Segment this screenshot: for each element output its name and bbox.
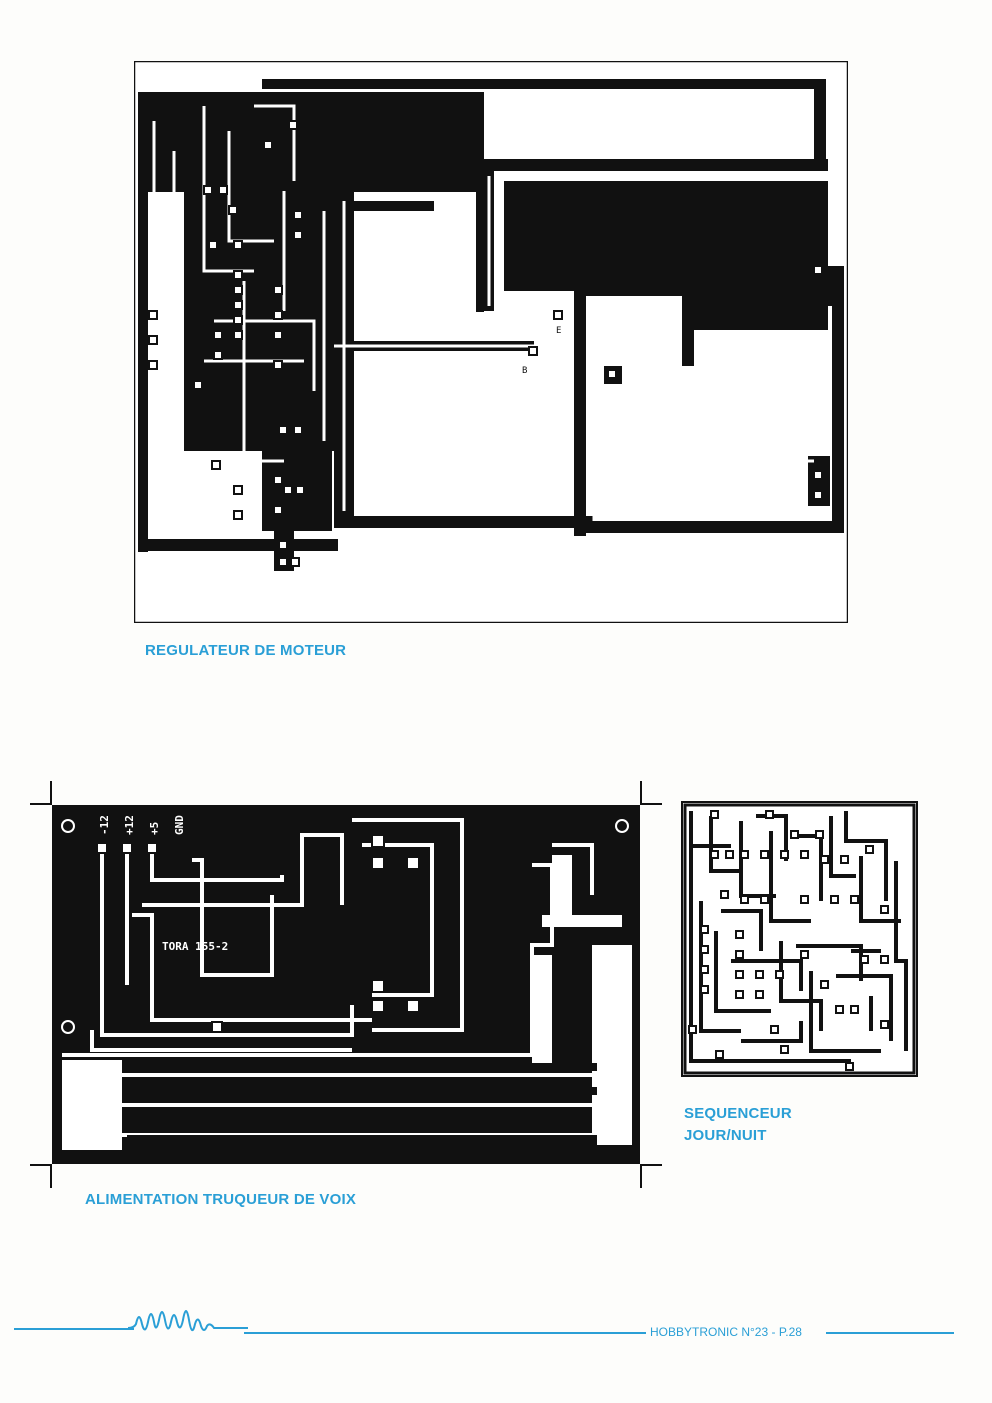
pad-label-e: E [556, 326, 561, 336]
motor-regulator-caption: REGULATEUR DE MOTEUR [145, 642, 347, 659]
crop-mark-br-v [640, 1164, 642, 1188]
motor-regulator-artwork: E B [134, 61, 848, 623]
power-supply-caption: ALIMENTATION TRUQUEUR DE VOIX [85, 1191, 357, 1208]
crop-mark-bl-v [50, 1164, 52, 1188]
crop-mark-tl-v [50, 781, 52, 805]
sequencer-artwork [681, 801, 918, 1077]
rail-label-gnd: GND [173, 815, 186, 835]
part-label-transformer: TORA 155-2 [162, 940, 228, 953]
footer-rule-left [14, 1328, 134, 1330]
footer-rule-middle [244, 1332, 646, 1334]
pad-label-b: B [522, 366, 527, 376]
crop-mark-bl-h [30, 1164, 52, 1166]
crop-mark-tr-h [640, 803, 662, 805]
rail-label-plus-5: +5 [148, 822, 161, 835]
crop-mark-tr-v [640, 781, 642, 805]
footer-rule-right [826, 1332, 954, 1334]
power-supply-artwork: -12 +12 +5 GND TORA 155-2 [52, 805, 640, 1164]
power-supply-pcb: -12 +12 +5 GND TORA 155-2 [52, 805, 640, 1164]
rail-label-minus-12: -12 [98, 815, 111, 835]
footer-page-reference: HOBBYTRONIC N°23 - P.28 [650, 1325, 802, 1339]
waveform-icon [128, 1310, 248, 1331]
crop-mark-br-h [640, 1164, 662, 1166]
motor-regulator-pcb: E B [134, 61, 848, 623]
rail-label-plus-12: +12 [123, 815, 136, 835]
sequencer-caption-line2: JOUR/NUIT [684, 1127, 767, 1144]
sequencer-pcb [681, 801, 918, 1077]
crop-mark-tl-h [30, 803, 52, 805]
sequencer-caption-line1: SEQUENCEUR [684, 1105, 792, 1122]
